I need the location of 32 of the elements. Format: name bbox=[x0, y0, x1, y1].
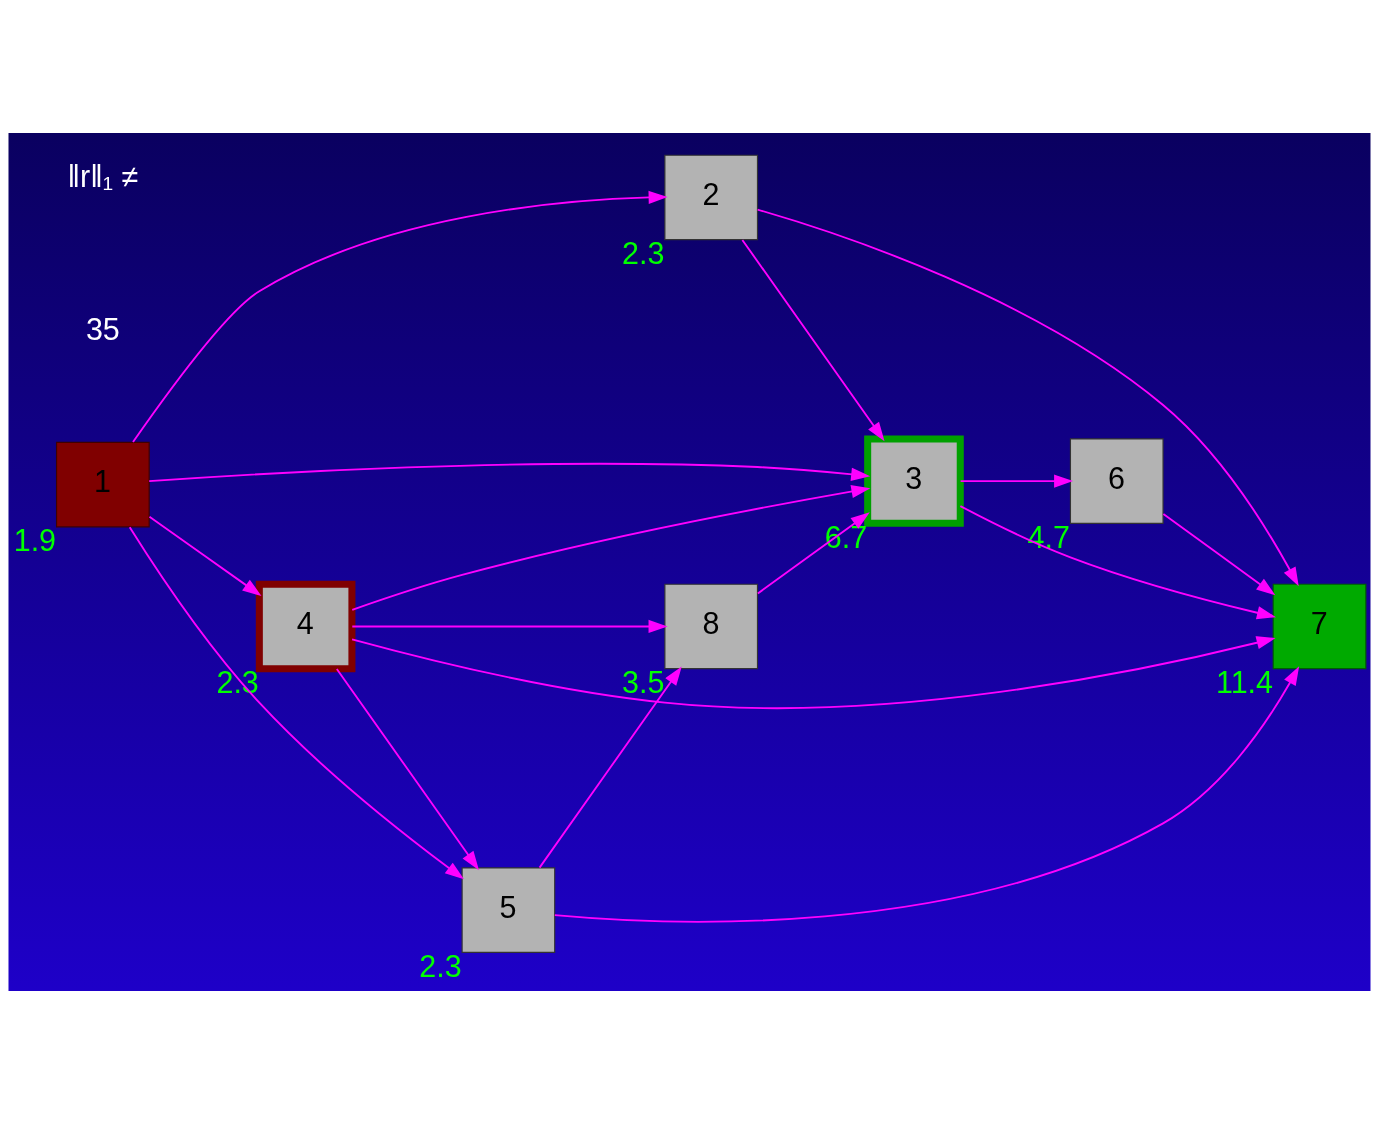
node-label: 11.4 bbox=[1215, 665, 1274, 700]
arrow bbox=[959, 474, 1074, 488]
node-box: 3 bbox=[864, 435, 964, 527]
node-label: 2.3 bbox=[622, 236, 665, 271]
arrow bbox=[756, 208, 1299, 587]
arrow bbox=[756, 512, 870, 595]
node-label: 1.9 bbox=[13, 523, 57, 558]
arrow bbox=[128, 526, 464, 880]
node-label: 4.7 bbox=[1027, 519, 1070, 554]
node-box: 5 bbox=[461, 867, 556, 953]
arrow bbox=[148, 515, 262, 597]
arrow bbox=[741, 239, 885, 442]
arrow bbox=[335, 668, 479, 871]
arrow bbox=[132, 190, 668, 443]
node-box: 2 bbox=[664, 154, 759, 241]
arrow bbox=[553, 666, 1300, 923]
arrow bbox=[959, 505, 1276, 620]
arrow bbox=[1162, 513, 1276, 596]
node-label: 3.5 bbox=[622, 665, 665, 700]
node-box: 4 bbox=[255, 580, 356, 673]
label: ‖r‖₁ ≠ bbox=[67, 159, 139, 194]
arrow bbox=[148, 462, 871, 483]
node-box: 8 bbox=[664, 583, 759, 670]
node-label: 2.3 bbox=[419, 948, 462, 983]
arrow bbox=[351, 636, 1276, 710]
arrow bbox=[351, 484, 871, 611]
arrow bbox=[538, 666, 682, 869]
node-box: 6 bbox=[1069, 438, 1164, 524]
arrow bbox=[351, 619, 668, 634]
label: 35 bbox=[85, 311, 120, 346]
node-box: 7 bbox=[1272, 583, 1367, 670]
node-box: 1 bbox=[55, 441, 150, 528]
